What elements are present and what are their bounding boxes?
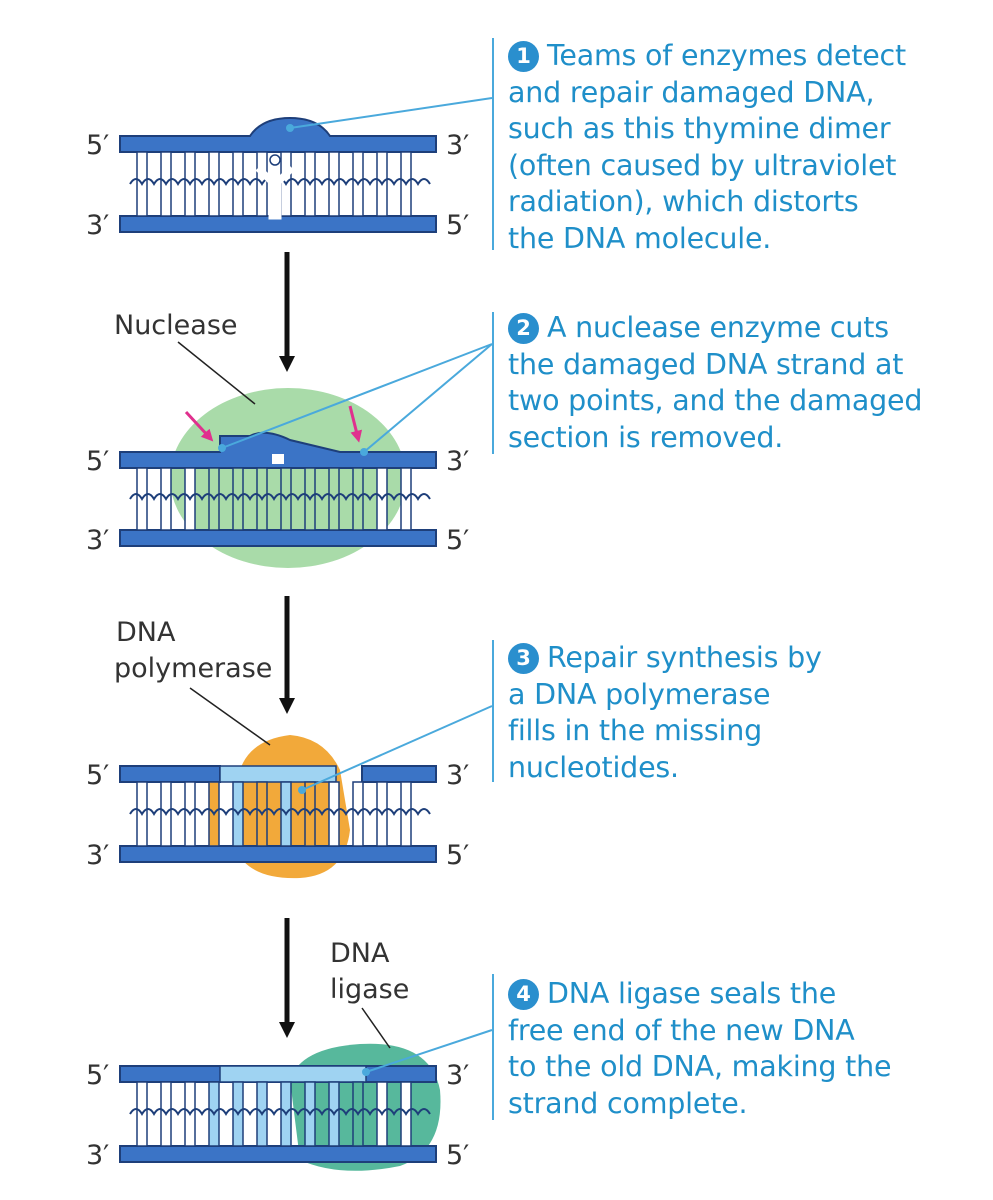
nuclease-label: Nuclease (114, 310, 238, 341)
step-3-bottom-left-end: 3′ (86, 840, 109, 871)
step-2-bracket (492, 312, 494, 454)
step-1-line-1: 1 Teams of enzymes detect (508, 38, 978, 75)
step-1-top-left-end: 5′ (86, 130, 109, 161)
ligase-pointer (361, 1007, 391, 1049)
step-3-line-4: nucleotides. (508, 750, 679, 784)
step-3-base-pairs (129, 781, 431, 847)
ligase-label-line-1: DNA (330, 938, 390, 969)
sealed-new-dna-segment (219, 1065, 367, 1083)
new-dna-segment (219, 765, 337, 783)
step-1-line-4: (often caused by ultraviolet (508, 148, 897, 182)
step-1-line-3: such as this thymine dimer (508, 112, 891, 145)
ligase-label-line-2: ligase (330, 974, 409, 1005)
step-4-bottom-right-end: 5′ (446, 1140, 469, 1171)
step-1-text-1: Teams of enzymes detect (547, 39, 906, 72)
step-1-line-5: radiation), which distorts (508, 185, 859, 218)
step-2-top-right-end: 3′ (446, 446, 469, 477)
step-3-line-3: fills in the missing (508, 714, 763, 747)
polymerase-label-line-2: polymerase (114, 653, 272, 684)
step-1-top-backbone (119, 116, 437, 153)
step-2-line-2: the damaged DNA strand at (508, 347, 904, 381)
step-4-badge: 4 (508, 979, 539, 1010)
step-2-top-backbone (119, 431, 437, 469)
step-4-text-1: DNA ligase seals the (547, 977, 837, 1010)
hydrogen-bond-line (129, 493, 431, 501)
step-1-description: 1 Teams of enzymes detect and repair dama… (508, 38, 978, 257)
step-2-description: 2 A nuclease enzyme cuts the damaged DNA … (508, 310, 978, 456)
leader-line-step-3 (301, 705, 493, 791)
step-3-description: 3 Repair synthesis by a DNA polymerase fi… (508, 640, 978, 786)
step-2-badge: 2 (508, 313, 539, 344)
step-3-top-right-end: 3′ (446, 760, 469, 791)
step-1-base-pairs (129, 151, 431, 217)
step-2-base-pairs (129, 467, 431, 531)
step-3-bottom-backbone (119, 845, 437, 863)
step-3-top-left-end: 5′ (86, 760, 109, 791)
step-4-bottom-backbone (119, 1145, 437, 1163)
thymine-dimer (255, 154, 295, 220)
step-3-line-1: 3 Repair synthesis by (508, 640, 978, 677)
step-3-dna (119, 765, 437, 863)
step-4-top-right-end: 3′ (446, 1060, 469, 1091)
step-4-line-2: free end of the new DNA (508, 1013, 855, 1047)
leader-line-step-1 (289, 97, 493, 129)
polymerase-pointer (189, 687, 271, 746)
step-3-line-2: a DNA polymerase (508, 677, 771, 711)
step-3-bracket (492, 640, 494, 782)
step-4-bottom-left-end: 3′ (86, 1140, 109, 1171)
polymerase-label-line-1: DNA (116, 617, 176, 648)
step-2-bottom-left-end: 3′ (86, 525, 109, 556)
step-2-text-1: A nuclease enzyme cuts (547, 311, 889, 344)
step-4-top-left-end: 5′ (86, 1060, 109, 1091)
cut-arrow-right (348, 405, 363, 443)
step-2-dna (119, 431, 437, 547)
step-4-dna (119, 1065, 437, 1163)
cut-arrow-left (184, 410, 214, 442)
step-1-badge: 1 (508, 41, 539, 72)
step-3-badge: 3 (508, 643, 539, 674)
nuclease-pointer (177, 341, 256, 405)
step-4-line-1: 4 DNA ligase seals the (508, 976, 978, 1013)
step-2-top-left-end: 5′ (86, 446, 109, 477)
step-2-line-4: section is removed. (508, 420, 784, 454)
step-4-line-3: to the old DNA, making the (508, 1050, 892, 1083)
step-4-bracket (492, 974, 494, 1120)
step-3-top-backbone-left (119, 765, 221, 783)
step-2-bottom-backbone (119, 529, 437, 547)
step-1-line-6: the DNA molecule. (508, 221, 772, 255)
step-1-bottom-left-end: 3′ (86, 210, 109, 241)
step-1-top-right-end: 3′ (446, 130, 469, 161)
step-1-dna (119, 116, 437, 233)
step-1-bracket (492, 38, 494, 250)
leader-line-step-2-left (221, 343, 493, 449)
step-2-bottom-right-end: 5′ (446, 525, 469, 556)
step-2-line-1: 2 A nuclease enzyme cuts (508, 310, 978, 347)
step-1-bottom-right-end: 5′ (446, 210, 469, 241)
leader-line-step-2-right (363, 343, 493, 453)
step-4-base-pairs (129, 1081, 431, 1147)
step-1-line-2: and repair damaged DNA, (508, 75, 875, 109)
step-4-line-4: strand complete. (508, 1086, 748, 1120)
hydrogen-bond-line (129, 1108, 431, 1116)
step-3-bottom-right-end: 5′ (446, 840, 469, 871)
step-3-text-1: Repair synthesis by (547, 641, 822, 674)
step-4-description: 4 DNA ligase seals the free end of the ne… (508, 976, 978, 1122)
step-2-line-3: two points, and the damaged (508, 384, 923, 417)
hydrogen-bond-line (129, 808, 431, 816)
leader-line-step-4 (365, 1029, 493, 1073)
step-3-top-backbone-right (361, 765, 437, 783)
